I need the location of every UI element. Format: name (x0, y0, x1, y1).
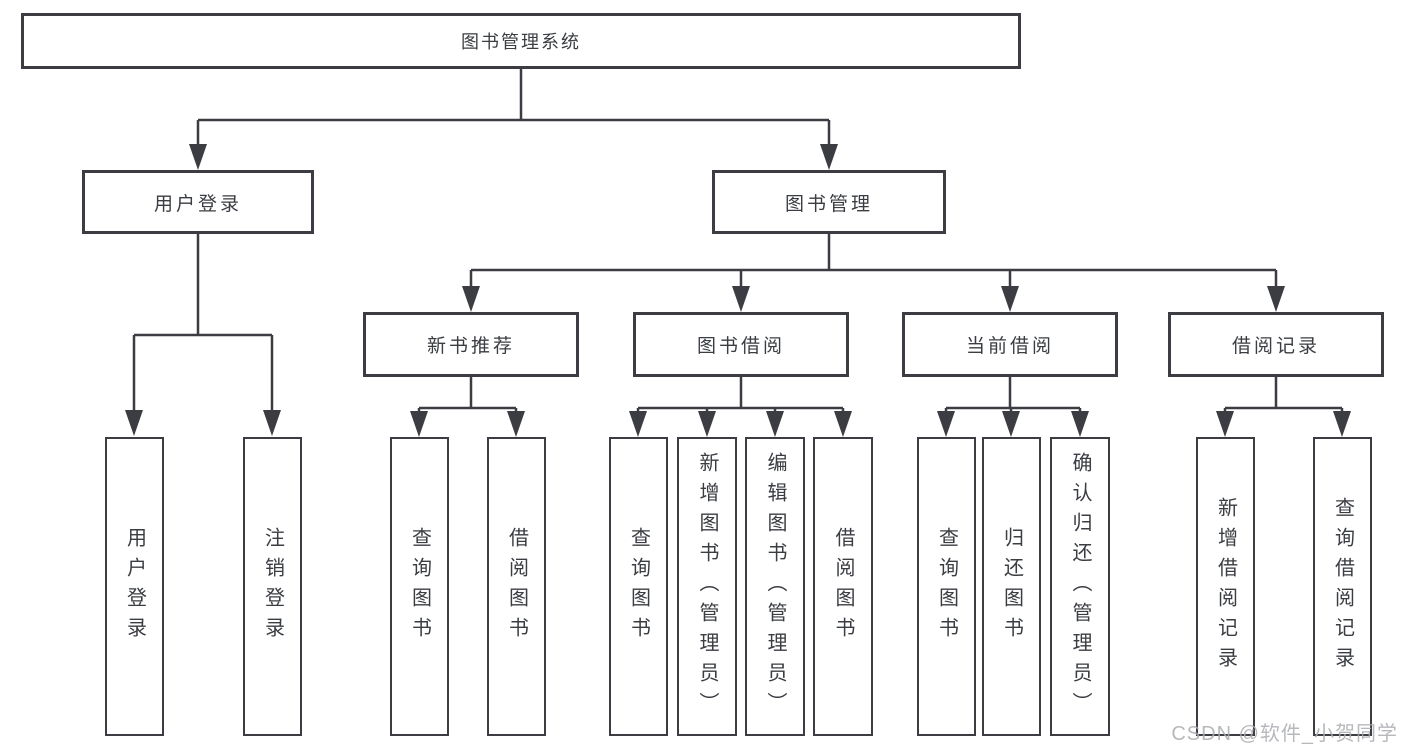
leaf-confirm-return-admin: 确认归还（管理员） (1050, 437, 1110, 736)
node-user-login: 用户登录 (82, 170, 314, 234)
leaf-label: 归还图书 (1000, 526, 1023, 647)
leaf-query-books-current: 查询图书 (917, 437, 976, 736)
leaf-label: 借阅图书 (505, 526, 528, 647)
leaf-query-books-recommend: 查询图书 (390, 437, 449, 736)
connector-root-to-level2 (196, 68, 831, 150)
connector-book-borrow-to-leaves (636, 377, 845, 417)
node-current-borrow: 当前借阅 (902, 312, 1118, 377)
leaf-label: 新增借阅记录 (1214, 496, 1237, 677)
leaf-return-books: 归还图书 (982, 437, 1041, 736)
leaf-label: 编辑图书（管理员） (764, 451, 786, 722)
leaf-edit-books-admin: 编辑图书（管理员） (745, 437, 805, 736)
leaf-label: 查询图书 (627, 526, 650, 647)
leaf-label: 确认归还（管理员） (1069, 451, 1091, 722)
node-book-borrow: 图书借阅 (633, 312, 849, 377)
csdn-watermark: CSDN @软件_小贺同学 (1171, 723, 1398, 745)
leaf-query-books-borrow: 查询图书 (609, 437, 668, 736)
leaf-label: 查询图书 (935, 526, 958, 647)
leaf-label: 注销登录 (261, 526, 284, 647)
connector-new-book-to-leaves (417, 377, 518, 417)
leaf-add-borrow-record: 新增借阅记录 (1196, 437, 1255, 736)
node-root: 图书管理系统 (21, 13, 1021, 69)
connector-book-mgmt-to-level3 (469, 234, 1278, 292)
node-book-mgmt: 图书管理 (712, 170, 946, 234)
node-new-book-recommend: 新书推荐 (363, 312, 579, 377)
leaf-borrow-books: 借阅图书 (813, 437, 873, 736)
leaf-borrow-books-recommend: 借阅图书 (487, 437, 546, 736)
leaf-logout: 注销登录 (243, 437, 302, 736)
leaf-label: 借阅图书 (832, 526, 854, 647)
leaf-label: 查询借阅记录 (1331, 496, 1354, 677)
connector-current-borrow-to-leaves (944, 377, 1082, 417)
leaf-add-books-admin: 新增图书（管理员） (677, 437, 737, 736)
connector-user-login-to-leaves (132, 234, 274, 414)
connector-borrow-records-to-leaves (1223, 377, 1344, 417)
leaf-label: 查询图书 (408, 526, 431, 647)
leaf-user-login: 用户登录 (105, 437, 164, 736)
node-borrow-records: 借阅记录 (1168, 312, 1384, 377)
leaf-label: 新增图书（管理员） (696, 451, 718, 722)
leaf-label: 用户登录 (123, 526, 146, 647)
leaf-query-borrow-record: 查询借阅记录 (1313, 437, 1372, 736)
